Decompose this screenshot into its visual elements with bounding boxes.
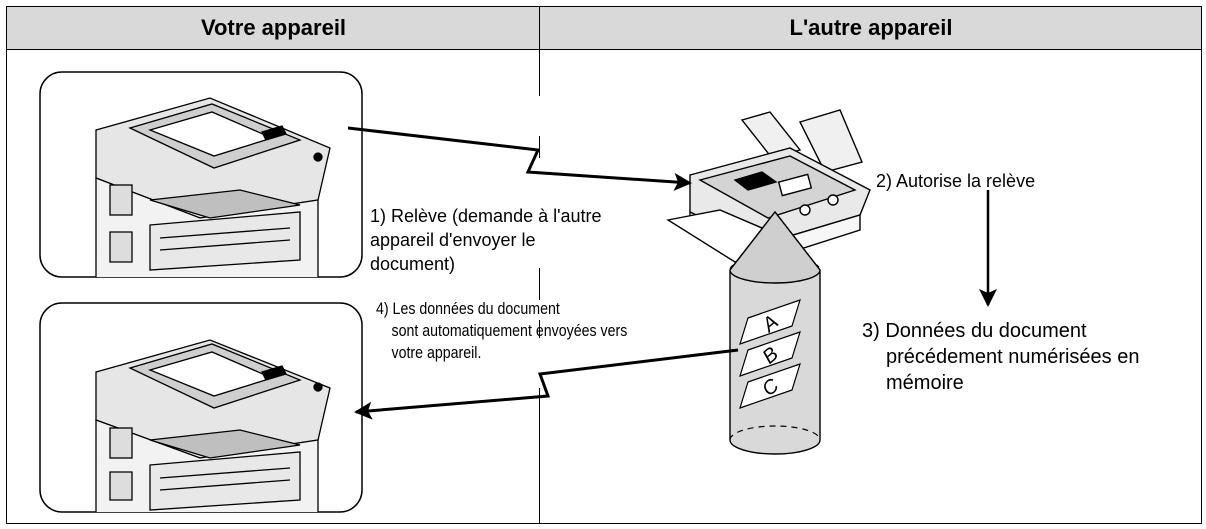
step3-label: 3) Données du document précédement numér… — [862, 320, 1140, 394]
copier-bottom-icon — [39, 302, 363, 513]
header-your-device: Votre appareil — [200, 15, 347, 40]
fax-machine-icon — [666, 109, 871, 263]
step2-label: 2) Autorise la relève — [876, 171, 1036, 191]
table-header: Votre appareil L'autre appareil — [6, 6, 1202, 50]
step4-label: 4) Les données du document sont automati… — [376, 300, 628, 362]
polling-request-arrow — [347, 126, 692, 191]
copier-top-icon — [39, 71, 363, 278]
header-other-device: L'autre appareil — [789, 15, 953, 40]
step1-label: 1) Relève (demande à l'autre appareil d'… — [370, 206, 602, 274]
data-send-arrow — [354, 348, 739, 420]
table-body — [6, 48, 1202, 524]
diagram-frame: Votre appareil L'autre appareil — [6, 6, 1202, 524]
memory-cylinder-icon: A B C — [729, 210, 821, 455]
